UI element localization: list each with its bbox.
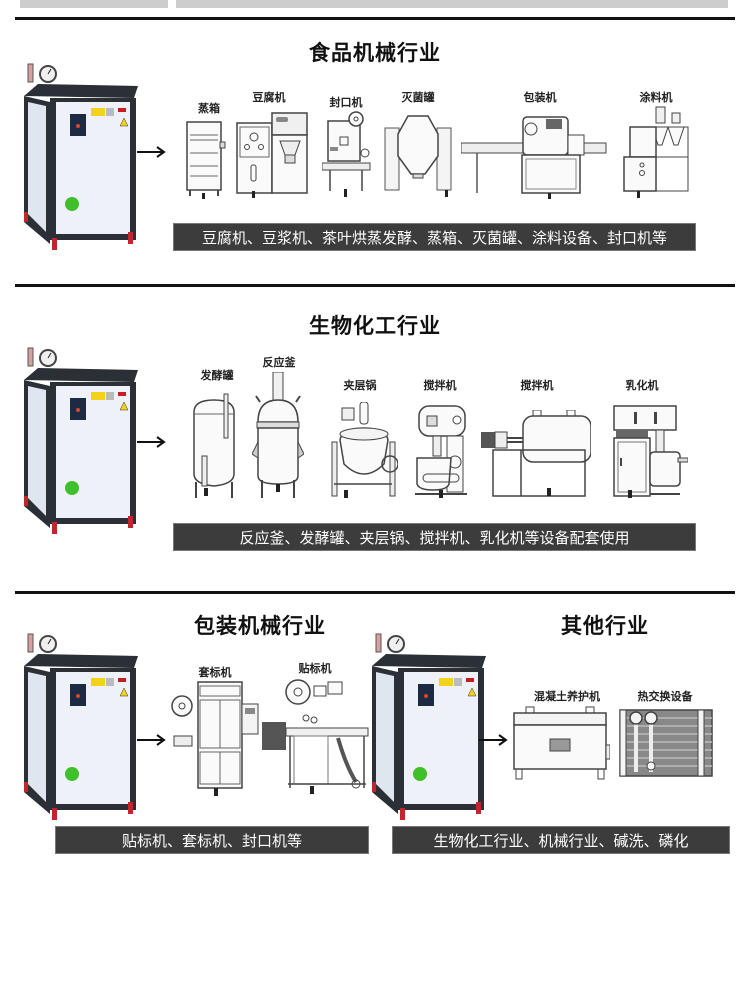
concrete-curing-machine-icon [513, 706, 610, 780]
section-title-food: 食品机械行业 [309, 41, 441, 65]
arrow-right-icon [137, 734, 166, 746]
equipment-label: 混凝土养护机 [534, 690, 600, 703]
equipment-label: 包装机 [523, 91, 557, 104]
equipment-label: 搅拌机 [423, 379, 457, 392]
sterilization-tank-icon [384, 115, 452, 197]
steam-generator-image [372, 633, 486, 820]
arrow-right-icon [479, 734, 508, 746]
equipment-label: 热交换设备 [637, 690, 693, 703]
sealing-machine-icon [322, 111, 371, 197]
equipment-label: 豆腐机 [252, 91, 286, 104]
equipment-label: 乳化机 [625, 379, 659, 392]
section-caption-food: 豆腐机、豆浆机、茶叶烘蒸发酵、蒸箱、灭菌罐、涂料设备、封口机等 [173, 223, 696, 251]
arrow-right-icon [137, 146, 166, 158]
section-caption-packaging: 贴标机、套标机、封口机等 [55, 826, 369, 854]
equipment-label: 涂料机 [639, 91, 673, 104]
section-title-biochem: 生物化工行业 [309, 314, 441, 338]
steam-generator-image [24, 633, 138, 820]
equipment-label: 发酵罐 [200, 369, 234, 382]
section-title-other: 其他行业 [561, 614, 649, 638]
labeling-machine-icon [262, 679, 369, 794]
top-bar-left [20, 0, 168, 8]
equipment-label: 反应釜 [262, 356, 296, 369]
tofu-machine-icon [236, 112, 308, 198]
section-caption-other: 生物化工行业、机械行业、碱洗、磷化 [392, 826, 730, 854]
steam-generator-image [24, 63, 138, 250]
fermentation-tank-icon [193, 393, 235, 498]
equipment-label: 夹层锅 [343, 379, 377, 392]
equipment-label: 蒸箱 [198, 102, 220, 115]
section-divider [15, 284, 735, 287]
section-divider [15, 591, 735, 594]
coating-machine-icon [623, 106, 689, 198]
section-title-packaging: 包装机械行业 [194, 614, 326, 638]
equipment-label: 封口机 [329, 96, 363, 109]
steam-generator-image [24, 347, 138, 534]
packaging-machine-icon [461, 116, 607, 199]
equipment-label: 灭菌罐 [401, 91, 435, 104]
emulsifier-icon [613, 405, 688, 498]
sleeve-labeler-icon [171, 681, 259, 796]
stand-mixer-icon [415, 405, 467, 498]
jacketed-kettle-icon [331, 402, 398, 498]
top-bar-right [176, 0, 728, 8]
drum-mixer-icon [481, 410, 591, 497]
section-caption-biochem: 反应釜、发酵罐、夹层锅、搅拌机、乳化机等设备配套使用 [173, 523, 696, 551]
steam-cabinet-icon [186, 121, 226, 199]
equipment-label: 贴标机 [298, 662, 332, 675]
section-divider [15, 17, 735, 20]
equipment-label: 搅拌机 [520, 379, 554, 392]
reactor-kettle-icon [252, 372, 304, 498]
heat-exchanger-icon [619, 709, 713, 777]
arrow-right-icon [137, 436, 166, 448]
equipment-label: 套标机 [198, 666, 232, 679]
